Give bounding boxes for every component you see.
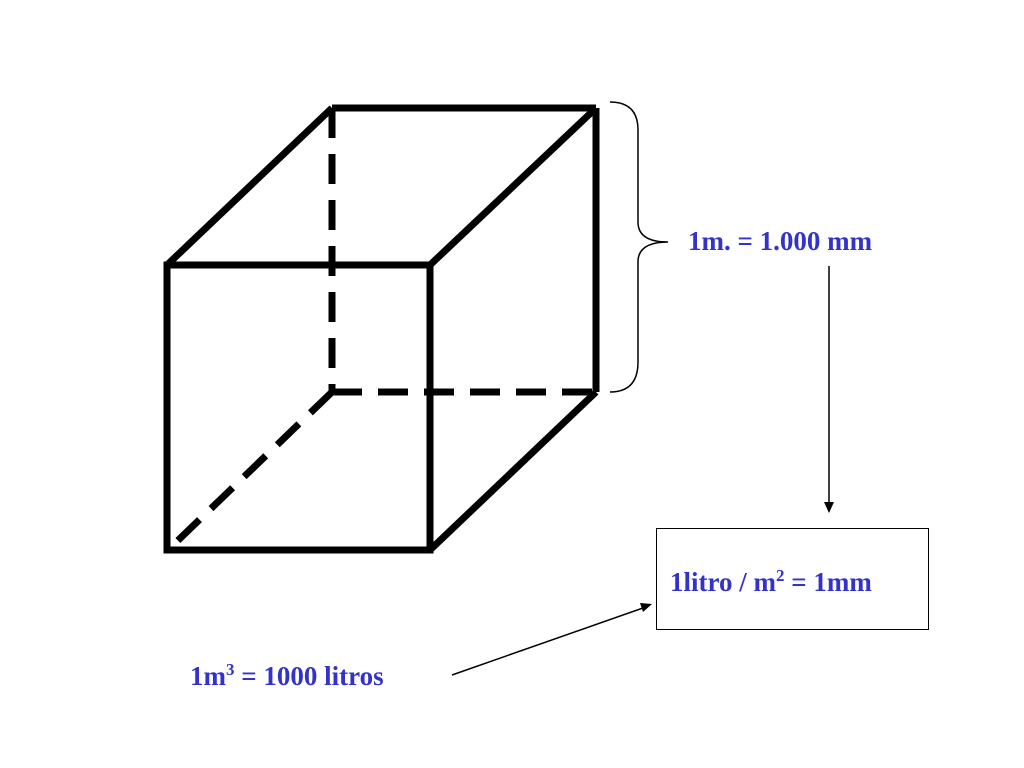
top-right-edge — [427, 105, 599, 268]
result-prefix: 1litro / m — [670, 567, 776, 597]
arrow-diagonal-line — [451, 607, 644, 676]
volume-superscript: 3 — [226, 660, 235, 679]
edge-length-text: 1m. = 1.000 mm — [688, 226, 873, 256]
edge-length-label: 1m. = 1.000 mm — [688, 228, 872, 255]
result-box — [656, 528, 929, 630]
bottom-right-edge — [427, 389, 599, 553]
top-left-edge — [164, 105, 335, 268]
result-superscript: 2 — [775, 566, 785, 585]
hidden-edges — [165, 108, 596, 553]
arrow-down-head — [824, 502, 834, 513]
visible-edges — [163, 104, 600, 554]
curly-brace — [609, 101, 669, 393]
hidden-edge-diagonal — [165, 389, 335, 553]
volume-prefix: 1m — [190, 661, 226, 691]
result-suffix: = 1mm — [784, 567, 872, 597]
arrow-diagonal-head — [640, 603, 652, 612]
result-label: 1litro / m2 = 1mm — [670, 566, 872, 597]
volume-suffix: = 1000 litros — [234, 661, 384, 691]
front-face — [163, 261, 434, 554]
volume-label: 1m3 = 1000 litros — [190, 660, 384, 691]
